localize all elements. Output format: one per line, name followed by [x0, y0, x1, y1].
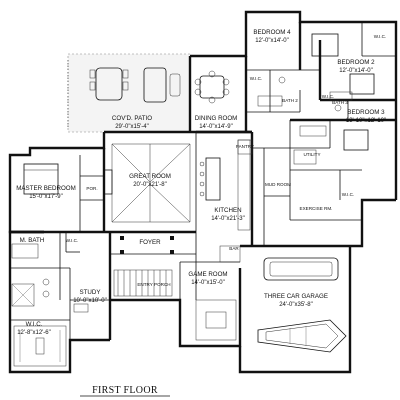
label-patio: COV'D. PATIO [112, 115, 152, 122]
patio-seating-icon [143, 67, 181, 103]
tub-icon [257, 95, 283, 107]
label-bar: BAR [229, 246, 239, 251]
dim-garage: 24'-0"x35'-8" [279, 302, 313, 308]
dim-master: 15'-0"x17'-9" [29, 194, 63, 200]
label-por: POR. [86, 186, 97, 191]
label-wic: W.I.C. [250, 76, 263, 81]
bedroom-wing [246, 22, 396, 170]
garage [257, 257, 347, 353]
bed-icon [349, 73, 375, 95]
dining-table-icon [194, 70, 230, 104]
tub-icon [329, 91, 353, 101]
label-kitchen: KITCHEN [214, 207, 241, 214]
label-foyer: FOYER [139, 239, 161, 246]
label-wic4: W.I.C. [342, 192, 355, 197]
dim-mwic: 12'-8"x12'-6" [17, 330, 51, 336]
car-icon [263, 257, 339, 281]
tub-icon [11, 243, 39, 259]
sink-icon [42, 278, 50, 286]
stool-icon [199, 191, 205, 197]
study [69, 268, 110, 372]
label-study: STUDY [80, 289, 101, 296]
label-wic2: W.I.C. [374, 34, 387, 39]
boat-icon [257, 319, 347, 353]
dim-bedroom2: 12'-0"x14'-0" [339, 68, 373, 74]
sink-icon [334, 104, 342, 112]
small-labels: W.I.C. BATH 2 BATH 3 W.I.C. W.I.C. W.I.C… [66, 34, 387, 287]
room-labels: BEDROOM 4 12'-0"x14'-0" BEDROOM 2 12'-0"… [16, 29, 386, 336]
tub-icon [299, 125, 327, 137]
label-wic3: W.I.C. [322, 94, 335, 99]
shower-icon [11, 283, 35, 307]
patio-area [67, 53, 191, 133]
sink-icon [278, 76, 286, 84]
dim-bedroom4: 12'-0"x14'-0" [255, 38, 289, 44]
master-suite [10, 155, 104, 367]
dim-bedroom3: 13'-10"x12'-10" [346, 118, 386, 124]
dim-dining: 14'-0"x14'-9" [199, 124, 233, 130]
kitchen-island-icon [205, 157, 221, 201]
pantry-box [237, 139, 253, 155]
stool-icon [199, 181, 205, 187]
bed-icon [311, 33, 339, 57]
foyer [110, 232, 197, 300]
label-wic-master: W.I.C. [66, 238, 79, 243]
label-mbath: M. BATH [20, 237, 45, 244]
great-room [103, 132, 197, 234]
game-room [179, 245, 241, 346]
dim-kitchen: 14'-0"x21'-3" [211, 216, 245, 222]
dining-room [194, 56, 248, 132]
label-mwic: W.I.C. [26, 321, 43, 328]
label-exercise: EXERCISE RM. [300, 206, 333, 211]
kitchen [196, 130, 254, 246]
label-pantry: PANTRY [236, 144, 254, 149]
dim-great: 20'-0"x21'-8" [133, 182, 167, 188]
label-bedroom3: BEDROOM 3 [347, 109, 385, 116]
dim-study: 10'-0"x10'-0" [73, 298, 107, 304]
label-bedroom4: BEDROOM 4 [253, 29, 291, 36]
label-utility: UTILITY [303, 152, 320, 157]
label-dining: DINING ROOM [195, 115, 238, 122]
label-master: MASTER BEDROOM [16, 185, 75, 192]
service-rooms [252, 147, 362, 246]
stool-icon [199, 171, 205, 177]
dim-game: 14'-0"x15'-0" [191, 280, 225, 286]
fireplace-icon [103, 169, 113, 195]
stool-icon [199, 161, 205, 167]
floor-caption: FIRST FLOOR [92, 385, 158, 396]
label-entry: ENTRY PORCH [137, 282, 170, 287]
label-bath3: BATH 3 [332, 100, 348, 105]
label-bath2: BATH 2 [282, 98, 298, 103]
dim-patio: 29'-0"x15'-4" [115, 124, 149, 130]
label-game: GAME ROOM [188, 271, 227, 278]
label-garage: THREE CAR GARAGE [264, 293, 328, 300]
bed-icon [343, 129, 369, 151]
label-mud: MUD ROOM [265, 182, 291, 187]
patio-table-icon [89, 67, 129, 101]
label-bedroom2: BEDROOM 2 [337, 59, 375, 66]
sink-icon [42, 290, 50, 298]
label-great: GREAT ROOM [129, 173, 171, 180]
